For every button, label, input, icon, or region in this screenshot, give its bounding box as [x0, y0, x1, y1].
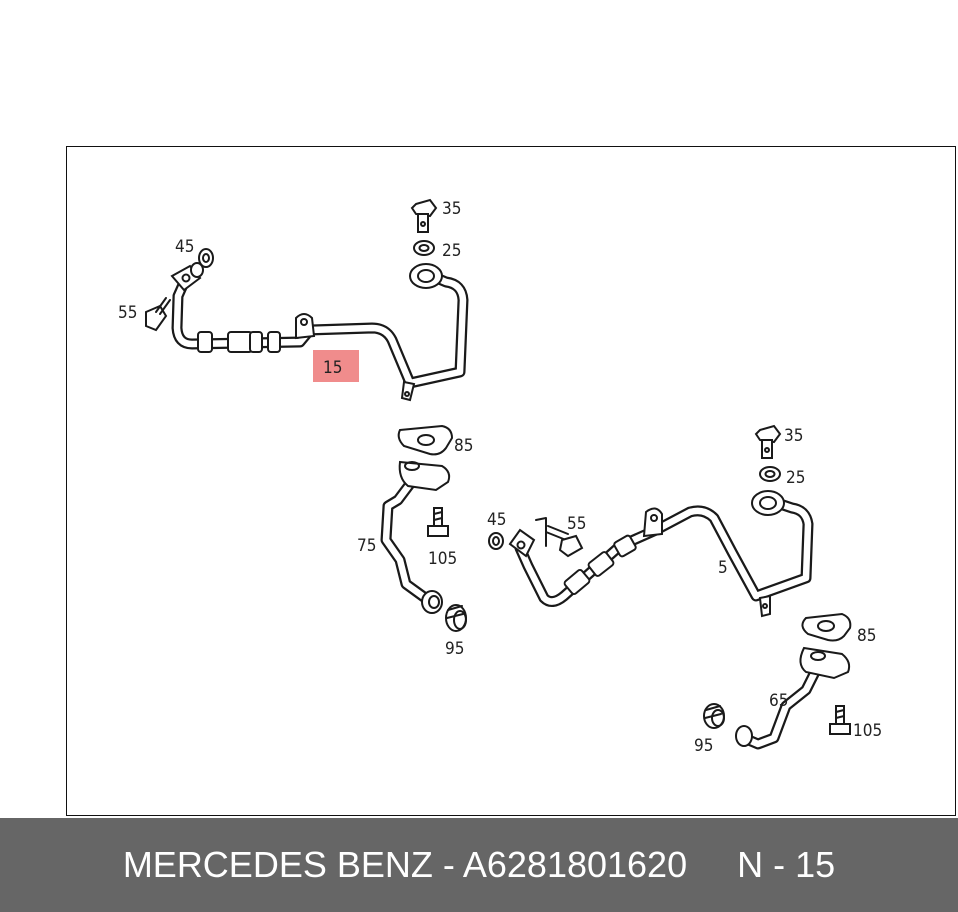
mounting-tab: [758, 594, 771, 618]
pipe-sleeve: [613, 534, 637, 558]
callout-55: 55: [567, 514, 586, 534]
pipe-bracket: [295, 313, 316, 340]
banjo-bolt-icon: [410, 198, 438, 233]
stud-bolt-icon: [427, 507, 449, 537]
callout-45: 45: [175, 237, 194, 257]
pipe-sleeve: [267, 331, 281, 353]
callout-95: 95: [445, 639, 464, 659]
pipe-sleeve: [249, 331, 263, 353]
banjo-fitting: [409, 263, 443, 289]
grommet-icon: [703, 703, 725, 729]
return-line-75-group: 85 75 105 95: [357, 424, 473, 659]
bolt-icon: [145, 297, 171, 332]
part-info-footer: MERCEDES BENZ - A6281801620 N - 15: [0, 818, 958, 912]
parts-diagram: 35 25 45 55 15 85 75 105 95: [118, 198, 882, 756]
seal-washer-icon: [759, 466, 781, 482]
callout-55: 55: [118, 303, 137, 323]
callout-85: 85: [454, 436, 473, 456]
seal-ring-icon: [488, 532, 504, 550]
caption-gap: [687, 844, 737, 885]
pipe-sleeve: [197, 331, 213, 353]
brand-name: MERCEDES BENZ: [122, 844, 433, 885]
seal-ring-icon: [198, 248, 214, 268]
mounting-tab: [400, 380, 416, 402]
return-line-65-group: 85 65 95 105: [694, 612, 882, 756]
diagram-position: N - 15: [737, 844, 836, 885]
bolt-icon: [535, 517, 584, 558]
flange: [508, 528, 536, 558]
callout-25: 25: [442, 241, 461, 261]
part-info-caption: MERCEDES BENZ - A6281801620 N - 15: [123, 844, 835, 886]
caption-separator: -: [432, 844, 463, 885]
callout-45: 45: [487, 510, 506, 530]
gasket-icon: [397, 424, 454, 456]
pipe-bracket: [642, 507, 663, 538]
callout-95: 95: [694, 736, 713, 756]
parts-diagram-frame: [66, 146, 956, 816]
grommet-icon: [445, 604, 467, 632]
callout-35: 35: [442, 199, 461, 219]
callout-85: 85: [857, 626, 876, 646]
banjo-bolt-icon: [754, 424, 782, 459]
callout-5: 5: [718, 558, 728, 578]
flange-icon: [398, 460, 451, 492]
callout-105: 105: [428, 549, 457, 569]
pipe-sleeve: [227, 331, 253, 353]
pipe-sleeve: [563, 569, 591, 595]
part-number: A6281801620: [462, 844, 688, 885]
oil-line-5-group: 35 25 45 55 5: [487, 424, 814, 618]
banjo-fitting: [751, 490, 785, 516]
pipe-sleeve: [587, 551, 615, 577]
callout-65: 65: [769, 691, 788, 711]
callout-15: 15: [323, 358, 342, 378]
callout-35: 35: [784, 426, 803, 446]
seal-washer-icon: [413, 240, 435, 256]
highlight-box: [313, 350, 359, 382]
flange-icon: [799, 646, 851, 680]
stud-bolt-icon: [829, 705, 851, 735]
gasket-icon: [801, 612, 852, 642]
callout-25: 25: [786, 468, 805, 488]
callout-105: 105: [853, 721, 882, 741]
oil-line-15-group: 35 25 45 55 15: [118, 198, 469, 402]
callout-75: 75: [357, 536, 376, 556]
